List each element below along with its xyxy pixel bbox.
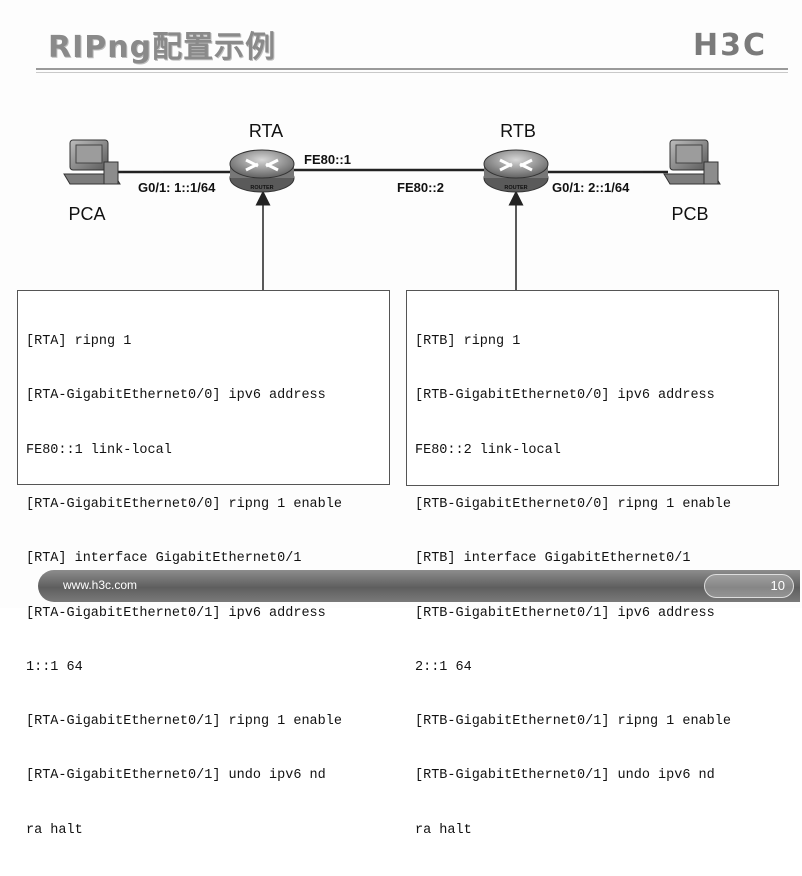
router-icon-label: ROUTER [250,185,273,191]
router-label-rta: RTA [249,121,283,141]
config-line: [RTA-GigabitEthernet0/1] ripng 1 enable [26,714,342,730]
pc-icon [63,139,121,185]
title-divider [36,68,788,70]
router-label-rtb: RTB [500,121,536,141]
config-line: 2::1 64 [415,659,472,675]
config-line: [RTB-GigabitEthernet0/1] undo ipv6 nd [415,768,715,784]
pc-label-pcb: PCB [671,204,708,224]
link-label-rta-fe80: FE80::1 [304,152,351,167]
link-label-rtb-g01: G0/1: 2::1/64 [552,180,630,195]
footer-url[interactable]: www.h3c.com [63,578,138,592]
config-line: [RTA] interface GigabitEthernet0/1 [26,551,302,567]
page-number: 10 [704,574,794,598]
link-label-rtb-fe80: FE80::2 [397,180,444,195]
footer-bar [38,570,800,602]
config-line: 1::1 64 [26,659,83,675]
pc-icon [663,139,721,185]
router-icon: ROUTER [229,149,295,193]
config-line: ra halt [26,822,83,838]
slide: RIPng配置示例 H3C [17,28,800,838]
config-line: [RTA-GigabitEthernet0/0] ripng 1 enable [26,497,342,513]
config-line: FE80::2 link-local [415,442,561,458]
config-line: [RTA-GigabitEthernet0/0] ipv6 address [26,388,326,404]
config-box-rtb: [RTB] ripng 1 [RTB-GigabitEthernet0/0] i… [406,290,779,838]
config-line: ra halt [415,822,472,838]
link-label-rta-g01: G0/1: 1::1/64 [138,180,216,195]
slide-title: RIPng配置示例 [48,30,277,65]
router-icon-label: ROUTER [504,185,527,191]
config-line: FE80::1 link-local [26,442,172,458]
config-line: [RTA] ripng 1 [26,334,132,350]
config-line: [RTA-GigabitEthernet0/1] ipv6 address [26,605,326,621]
h3c-logo: H3C [693,28,767,63]
pc-label-pca: PCA [68,204,105,224]
config-box-rta: [RTA] ripng 1 [RTA-GigabitEthernet0/0] i… [17,290,390,838]
network-diagram: ROUTER ROUTER RTA RTB PCA PCB G0/1: 1::1… [63,121,721,290]
config-line: [RTA-GigabitEthernet0/1] undo ipv6 nd [26,768,326,784]
config-line: [RTB-GigabitEthernet0/1] ipv6 address [415,605,715,621]
config-line: [RTB-GigabitEthernet0/0] ripng 1 enable [415,497,731,513]
config-line: [RTB] ripng 1 [415,334,521,350]
title-divider-thin [36,72,788,73]
router-icon: ROUTER [483,149,549,193]
config-line: [RTB] interface GigabitEthernet0/1 [415,551,691,567]
config-line: [RTB-GigabitEthernet0/0] ipv6 address [415,388,715,404]
config-line: [RTB-GigabitEthernet0/1] ripng 1 enable [415,714,731,730]
